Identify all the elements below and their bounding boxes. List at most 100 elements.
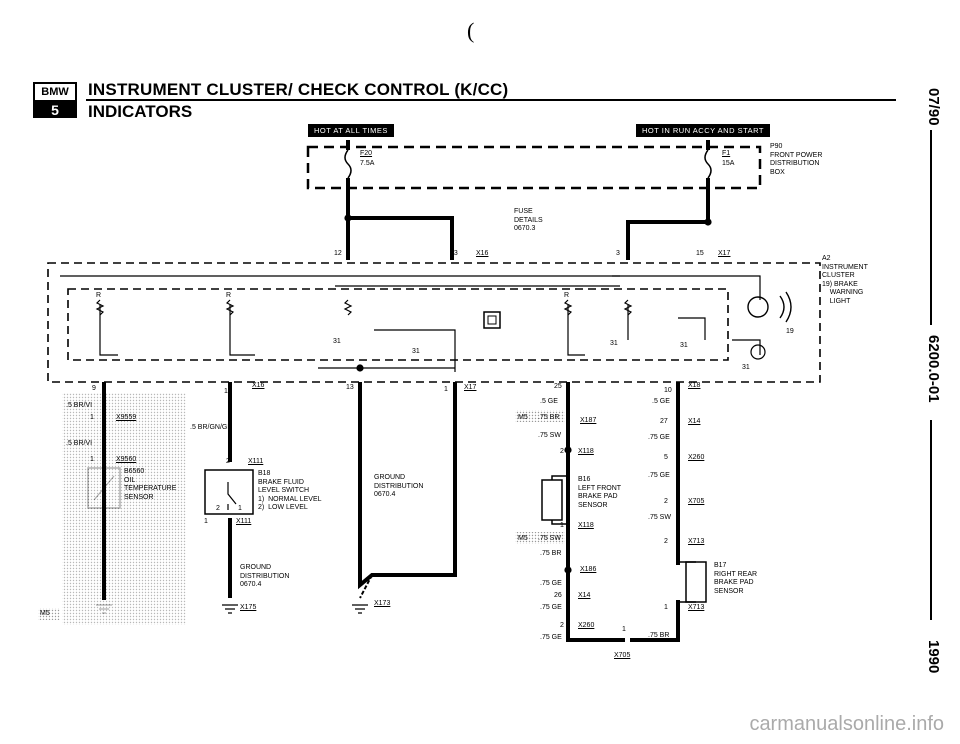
pin-2-x260: 2 (560, 622, 564, 629)
pin-2-x118: 2 (560, 448, 564, 455)
center-wire-b (359, 574, 373, 599)
splice-4 (564, 566, 572, 574)
title-rule (86, 99, 896, 101)
pin-1-x705: 1 (622, 626, 626, 633)
m5-shaded-area (62, 393, 186, 625)
pin-15: 15 (224, 388, 232, 395)
right-rear-sensor-link (678, 561, 696, 603)
pin-27: 27 (660, 418, 668, 425)
pin-3: 3 (616, 250, 620, 257)
fuse1-name: F20 (360, 150, 373, 157)
r-label-1: R (96, 292, 102, 299)
x111-label-b: X111 (236, 518, 252, 525)
pin-15-top: 15 (696, 250, 704, 257)
fuse-details-label: FUSE DETAILS 0670.3 (514, 208, 543, 232)
a2-label: A2 INSTRUMENT CLUSTER 19) BRAKE WARNING … (822, 255, 868, 305)
right-wire-b (630, 382, 680, 642)
pin-13: 13 (346, 384, 354, 391)
x9559-label: X9559 (116, 414, 137, 421)
gnd31-2: 31 (412, 348, 420, 355)
m5-tag-left-label: M5 (40, 610, 50, 617)
x260-label-a: X260 (688, 454, 705, 461)
pin-1-x17: 1 (444, 386, 448, 393)
wire-75ge-b: .75 GE (648, 472, 670, 479)
wire-br-vi-2: .5 BR/VI (66, 440, 93, 447)
pin-10: 10 (664, 387, 672, 394)
center-ground-distribution: GROUND DISTRIBUTION 0670.4 (374, 474, 424, 498)
cluster-rail-b (229, 305, 255, 356)
wire-5ge-b: .5 GE (652, 398, 670, 405)
x187-label: X187 (580, 417, 597, 424)
x17-top: X17 (718, 250, 731, 257)
logo-top: BMW (35, 84, 75, 102)
resistor-2 (225, 299, 235, 316)
x175-label: X175 (240, 604, 257, 611)
left-front-sensor (541, 479, 563, 521)
hot-in-run-label: HOT IN RUN ACCY AND START (636, 124, 770, 137)
cluster-inner-dashed (67, 288, 729, 361)
ground-brake-fluid (222, 604, 238, 614)
page-mark: ( (467, 18, 475, 43)
fuse1-amp: 7.5A (360, 160, 375, 167)
pin-26: 26 (554, 592, 562, 599)
wire-75sw-b: .75 SW (648, 514, 671, 521)
wire-75ge-e: .75 GE (540, 634, 562, 641)
x16-label: X16 (252, 382, 265, 389)
cluster-rail-a (99, 305, 118, 356)
cluster-rail-f (374, 329, 456, 372)
pin-19: 19 (786, 328, 794, 335)
side-rule-1 (930, 130, 932, 325)
pin-2-x713: 2 (664, 538, 668, 545)
transistor (750, 344, 766, 360)
x9560-label: X9560 (116, 456, 137, 463)
lamp-lens (779, 291, 792, 323)
switch-pin-1: 1 (238, 505, 242, 512)
fuse2-name: F1 (722, 150, 731, 157)
m5-tag-left (38, 608, 60, 620)
fuse2-feed (626, 140, 710, 260)
right-rear-sensor (685, 561, 707, 603)
gnd31-4: 31 (680, 342, 688, 349)
x17-label: X17 (464, 384, 477, 391)
logo-bottom: 5 (35, 102, 75, 118)
hot-at-all-times-label: HOT AT ALL TIMES (308, 124, 394, 137)
wire-75sw-c: .75 SW (538, 535, 561, 542)
cluster-bus-right (612, 275, 761, 300)
r-label-3: R (564, 292, 570, 299)
wire-br-vi-1: .5 BR/VI (66, 402, 93, 409)
p90-dashed-box (306, 145, 762, 190)
m5-tag-right-1-label: M5 (518, 414, 528, 421)
wire-75br-a: .75 BR (538, 414, 560, 421)
bmw-5-logo: BMW 5 (33, 82, 77, 118)
splice-1 (344, 214, 352, 222)
watermark: carmanualsonline.info (749, 713, 944, 735)
x14-label-a: X14 (688, 418, 701, 425)
page-subtitle: INDICATORS (88, 102, 193, 121)
left-front-sensor-link (551, 475, 568, 525)
pin-1-x713: 1 (664, 604, 668, 611)
wire-75sw-a: .75 SW (538, 432, 561, 439)
wire-75ge-d: .75 GE (540, 604, 562, 611)
m5-tag-right-2 (515, 532, 565, 544)
splice-2 (704, 218, 712, 226)
b6560-label: B6560 OIL TEMPERATURE SENSOR (124, 468, 177, 501)
cluster-connector-icon (483, 311, 501, 329)
x713-label-b: X713 (688, 604, 705, 611)
pin-25: 25 (554, 383, 562, 390)
p90-label: P90 FRONT POWER DISTRIBUTION BOX (770, 143, 823, 176)
resistor-3 (563, 299, 573, 316)
pin-1-x111: 1 (204, 518, 208, 525)
x118-label-b: X118 (578, 522, 594, 529)
x16-top: X16 (476, 250, 489, 257)
r-label-2: R (226, 292, 232, 299)
gnd31-5: 31 (742, 364, 750, 371)
pin-1-x9559: 1 (90, 414, 94, 421)
fuse2-amp: 15A (722, 160, 735, 167)
resistor-4 (343, 299, 353, 316)
x173-label: X173 (374, 600, 391, 607)
pin-12: 12 (334, 250, 342, 257)
warning-lamp (747, 296, 769, 318)
switch-pin-2: 2 (216, 505, 220, 512)
mid-ground-distribution: GROUND DISTRIBUTION 0670.4 (240, 564, 290, 588)
